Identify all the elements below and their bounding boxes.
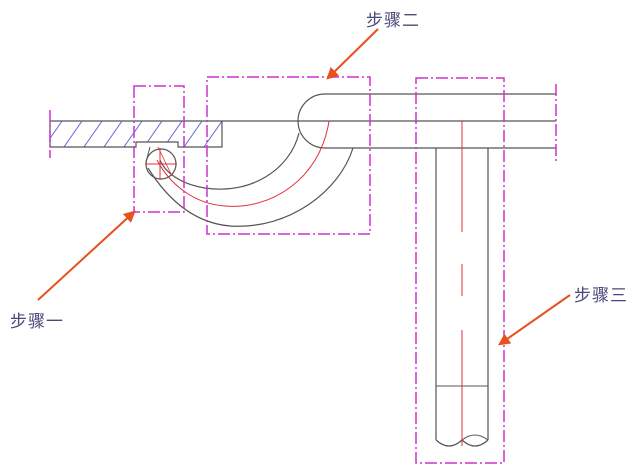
step1-boundary [133, 85, 185, 213]
arrow-step2 [326, 28, 379, 80]
arrow-step3 [498, 294, 571, 346]
bend-circle [145, 146, 177, 180]
hatched-plate-section [49, 120, 223, 148]
step3-boundary [415, 77, 505, 464]
step2-label: 步骤二 [366, 11, 420, 31]
step1-label: 步骤一 [10, 312, 64, 332]
step-boundaries [49, 76, 557, 464]
leader-arrows [37, 28, 571, 346]
hook-curve [147, 120, 354, 227]
arrow-step1 [37, 210, 136, 301]
vertical-bar [435, 121, 489, 447]
step3-label: 步骤三 [574, 286, 628, 306]
horizontal-bar [222, 93, 556, 149]
step2-boundary [206, 76, 371, 235]
